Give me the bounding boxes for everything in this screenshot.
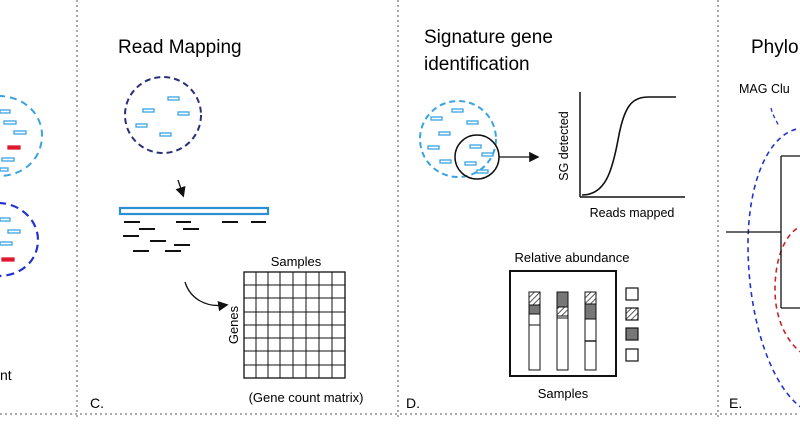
legend-gray xyxy=(625,327,639,341)
panel-c-title: Read Mapping xyxy=(118,37,242,58)
matrix-caption: (Gene count matrix) xyxy=(249,390,364,405)
panel-e-letter: E. xyxy=(729,395,742,411)
plot-xlabel: Reads mapped xyxy=(590,206,675,220)
legend-white xyxy=(625,287,639,301)
panel-b: nt xyxy=(0,95,44,383)
gene-count-matrix: Samples Genes (Gene count matrix) xyxy=(226,254,363,405)
matrix-genes-label: Genes xyxy=(226,305,241,344)
panel-d-title-line2: identification xyxy=(424,54,530,75)
legend-empty xyxy=(625,348,639,362)
relative-abundance-box: Relative abundance Samples xyxy=(509,250,630,401)
abundance-legend xyxy=(625,287,639,362)
panel-e: Phylo MAG Clu E. xyxy=(726,37,800,411)
panel-e-title-fragment: Phylo xyxy=(751,37,799,58)
metagenome-cluster-top xyxy=(0,95,44,177)
panel-d-letter: D. xyxy=(406,395,420,411)
panel-c-letter: C. xyxy=(90,395,104,411)
mag-cluster-outline xyxy=(747,127,800,408)
abundance-samples-label: Samples xyxy=(538,386,589,401)
saturation-plot: SG detected Reads mapped xyxy=(557,92,685,220)
mag-cluster-label: MAG Clu xyxy=(739,82,790,96)
panel-c: Read Mapping xyxy=(90,37,363,411)
panel-b-label-fragment: nt xyxy=(0,367,12,383)
abundance-title: Relative abundance xyxy=(515,250,630,265)
read-pool xyxy=(124,76,202,154)
mapping-arrow xyxy=(175,179,186,198)
matrix-arrow xyxy=(184,281,229,312)
metagenome-cluster-bottom xyxy=(0,202,40,277)
mapped-reads xyxy=(123,221,266,252)
matrix-samples-label: Samples xyxy=(271,254,322,269)
reference-sequence xyxy=(118,206,270,216)
plot-ylabel: SG detected xyxy=(557,111,571,181)
legend-hatched xyxy=(625,307,639,321)
panel-d-title-line1: Signature gene xyxy=(424,27,553,48)
saturation-curve xyxy=(581,96,676,196)
sample-read-pool xyxy=(419,100,500,180)
panel-d: Signature gene identification SG detecte… xyxy=(406,27,685,411)
subcluster-outline xyxy=(774,225,800,353)
phylogeny-tree xyxy=(726,155,800,309)
